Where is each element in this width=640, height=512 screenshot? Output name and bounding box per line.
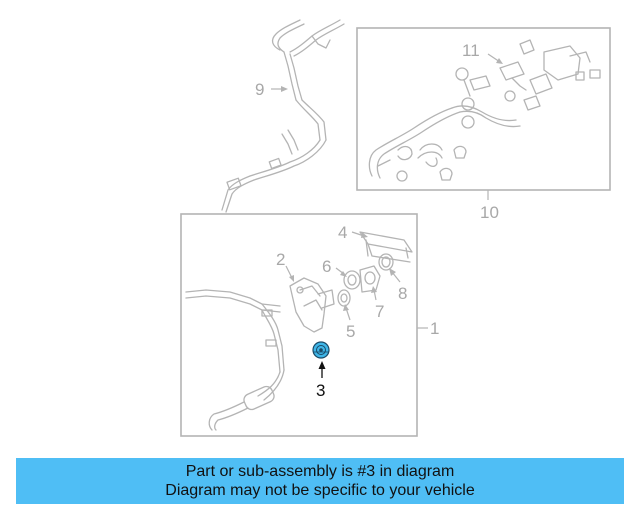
callout-5: 5 bbox=[346, 322, 355, 341]
part-1-frame bbox=[180, 213, 418, 437]
part-10-components bbox=[368, 39, 601, 182]
callout-3: 3 bbox=[316, 381, 325, 400]
part-notice-banner: Part or sub-assembly is #3 in diagram Di… bbox=[16, 458, 624, 504]
part-9-hose bbox=[221, 19, 345, 213]
callout-1: 1 bbox=[430, 319, 439, 338]
callout-11: 11 bbox=[462, 41, 480, 60]
parts-diagram: 9 11 10 4 2 6 8 7 5 1 3 bbox=[180, 19, 611, 437]
part-3-highlight[interactable] bbox=[312, 341, 330, 359]
callout-9: 9 bbox=[255, 80, 264, 99]
part-10-frame bbox=[356, 27, 611, 191]
callout-7: 7 bbox=[375, 302, 384, 321]
part-1-components bbox=[185, 231, 413, 431]
callout-8: 8 bbox=[398, 284, 407, 303]
callout-leaders bbox=[271, 53, 503, 378]
notice-line-2: Diagram may not be specific to your vehi… bbox=[165, 482, 475, 499]
notice-line-1: Part or sub-assembly is #3 in diagram bbox=[185, 463, 455, 480]
callout-2: 2 bbox=[276, 250, 285, 269]
callout-10: 10 bbox=[480, 203, 499, 222]
callout-6: 6 bbox=[322, 257, 331, 276]
callout-4: 4 bbox=[338, 223, 347, 242]
